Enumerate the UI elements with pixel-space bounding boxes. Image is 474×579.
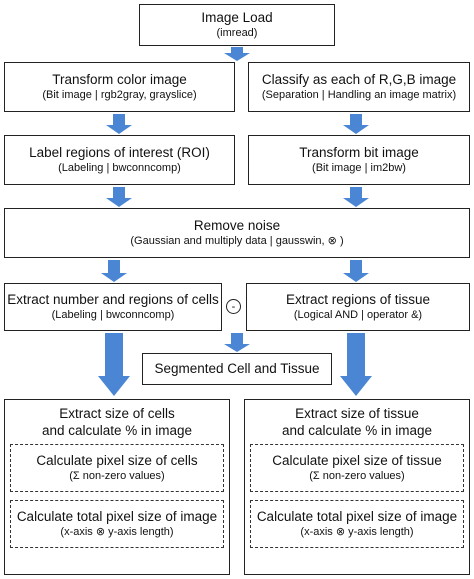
cells-total-sub: (x-axis ⊗ y-axis length): [60, 525, 174, 538]
cells-size-title1: Extract size of cells: [59, 406, 175, 421]
arrow-load-to-rows: [224, 47, 250, 61]
minus-operator: -: [226, 299, 241, 314]
tissue-size-title2: and calculate % in image: [281, 422, 433, 438]
arrow-noise-to-cells: [101, 260, 127, 282]
arrow-rgb-to-bit: [343, 114, 369, 134]
extract-cells-title: Extract number and regions of cells: [7, 291, 219, 307]
image-load-title: Image Load: [201, 9, 273, 25]
tissue-size-title1: Extract size of tissue: [295, 406, 419, 421]
tissue-total-title: Calculate total pixel size of image: [256, 508, 458, 524]
remove-noise-title: Remove noise: [193, 217, 281, 233]
tissue-total-box: Calculate total pixel size of image (x-a…: [250, 500, 464, 548]
segmented-box: Segmented Cell and Tissue: [142, 353, 332, 385]
cells-total-title: Calculate total pixel size of image: [16, 508, 218, 524]
cells-total-box: Calculate total pixel size of image (x-a…: [10, 500, 224, 548]
transform-bit-title: Transform bit image: [299, 144, 419, 160]
label-roi-sub: (Labeling | bwconncomp): [58, 161, 181, 174]
cells-size-title2: and calculate % in image: [41, 422, 193, 438]
classify-rgb-title: Classify as each of R,G,B image: [261, 71, 457, 87]
extract-tissue-sub: (Logical AND | operator &): [293, 308, 423, 321]
transform-color-title: Transform color image: [52, 71, 187, 87]
tissue-pixel-sub: (Σ non-zero values): [309, 469, 405, 482]
transform-color-sub: (Bit image | rgb2gray, grayslice): [42, 88, 197, 101]
classify-rgb-sub: (Separation | Handling an image matrix): [261, 88, 457, 101]
label-roi-box: Label regions of interest (ROI) (Labelin…: [4, 135, 235, 185]
segmented-title: Segmented Cell and Tissue: [154, 360, 320, 376]
remove-noise-box: Remove noise (Gaussian and multiply data…: [4, 208, 470, 258]
transform-bit-sub: (Bit image | im2bw): [312, 161, 406, 174]
extract-cells-box: Extract number and regions of cells (Lab…: [4, 283, 222, 331]
cells-pixel-sub: (Σ non-zero values): [69, 469, 165, 482]
arrow-bit-to-noise: [343, 187, 369, 207]
arrow-to-segmented: [224, 333, 250, 352]
tissue-pixel-box: Calculate pixel size of tissue (Σ non-ze…: [250, 444, 464, 492]
label-roi-title: Label regions of interest (ROI): [29, 144, 210, 160]
arrow-cells-to-size: [98, 333, 130, 396]
extract-cells-sub: (Labeling | bwconncomp): [51, 308, 175, 321]
tissue-pixel-title: Calculate pixel size of tissue: [272, 452, 442, 468]
remove-noise-sub: (Gaussian and multiply data | gausswin, …: [130, 234, 344, 247]
image-load-box: Image Load (imread): [139, 4, 335, 46]
image-load-sub: (imread): [216, 26, 258, 39]
classify-rgb-box: Classify as each of R,G,B image (Separat…: [248, 62, 470, 112]
cells-pixel-title: Calculate pixel size of cells: [36, 452, 198, 468]
arrow-noise-to-tissue: [343, 260, 369, 282]
extract-tissue-box: Extract regions of tissue (Logical AND |…: [246, 283, 470, 331]
transform-bit-box: Transform bit image (Bit image | im2bw): [248, 135, 470, 185]
arrow-color-to-roi: [106, 114, 132, 134]
transform-color-box: Transform color image (Bit image | rgb2g…: [4, 62, 235, 112]
arrow-roi-to-noise: [106, 187, 132, 207]
arrow-tissue-to-size: [340, 333, 372, 396]
extract-tissue-title: Extract regions of tissue: [285, 291, 431, 307]
cells-pixel-box: Calculate pixel size of cells (Σ non-zer…: [10, 444, 224, 492]
tissue-total-sub: (x-axis ⊗ y-axis length): [300, 525, 414, 538]
